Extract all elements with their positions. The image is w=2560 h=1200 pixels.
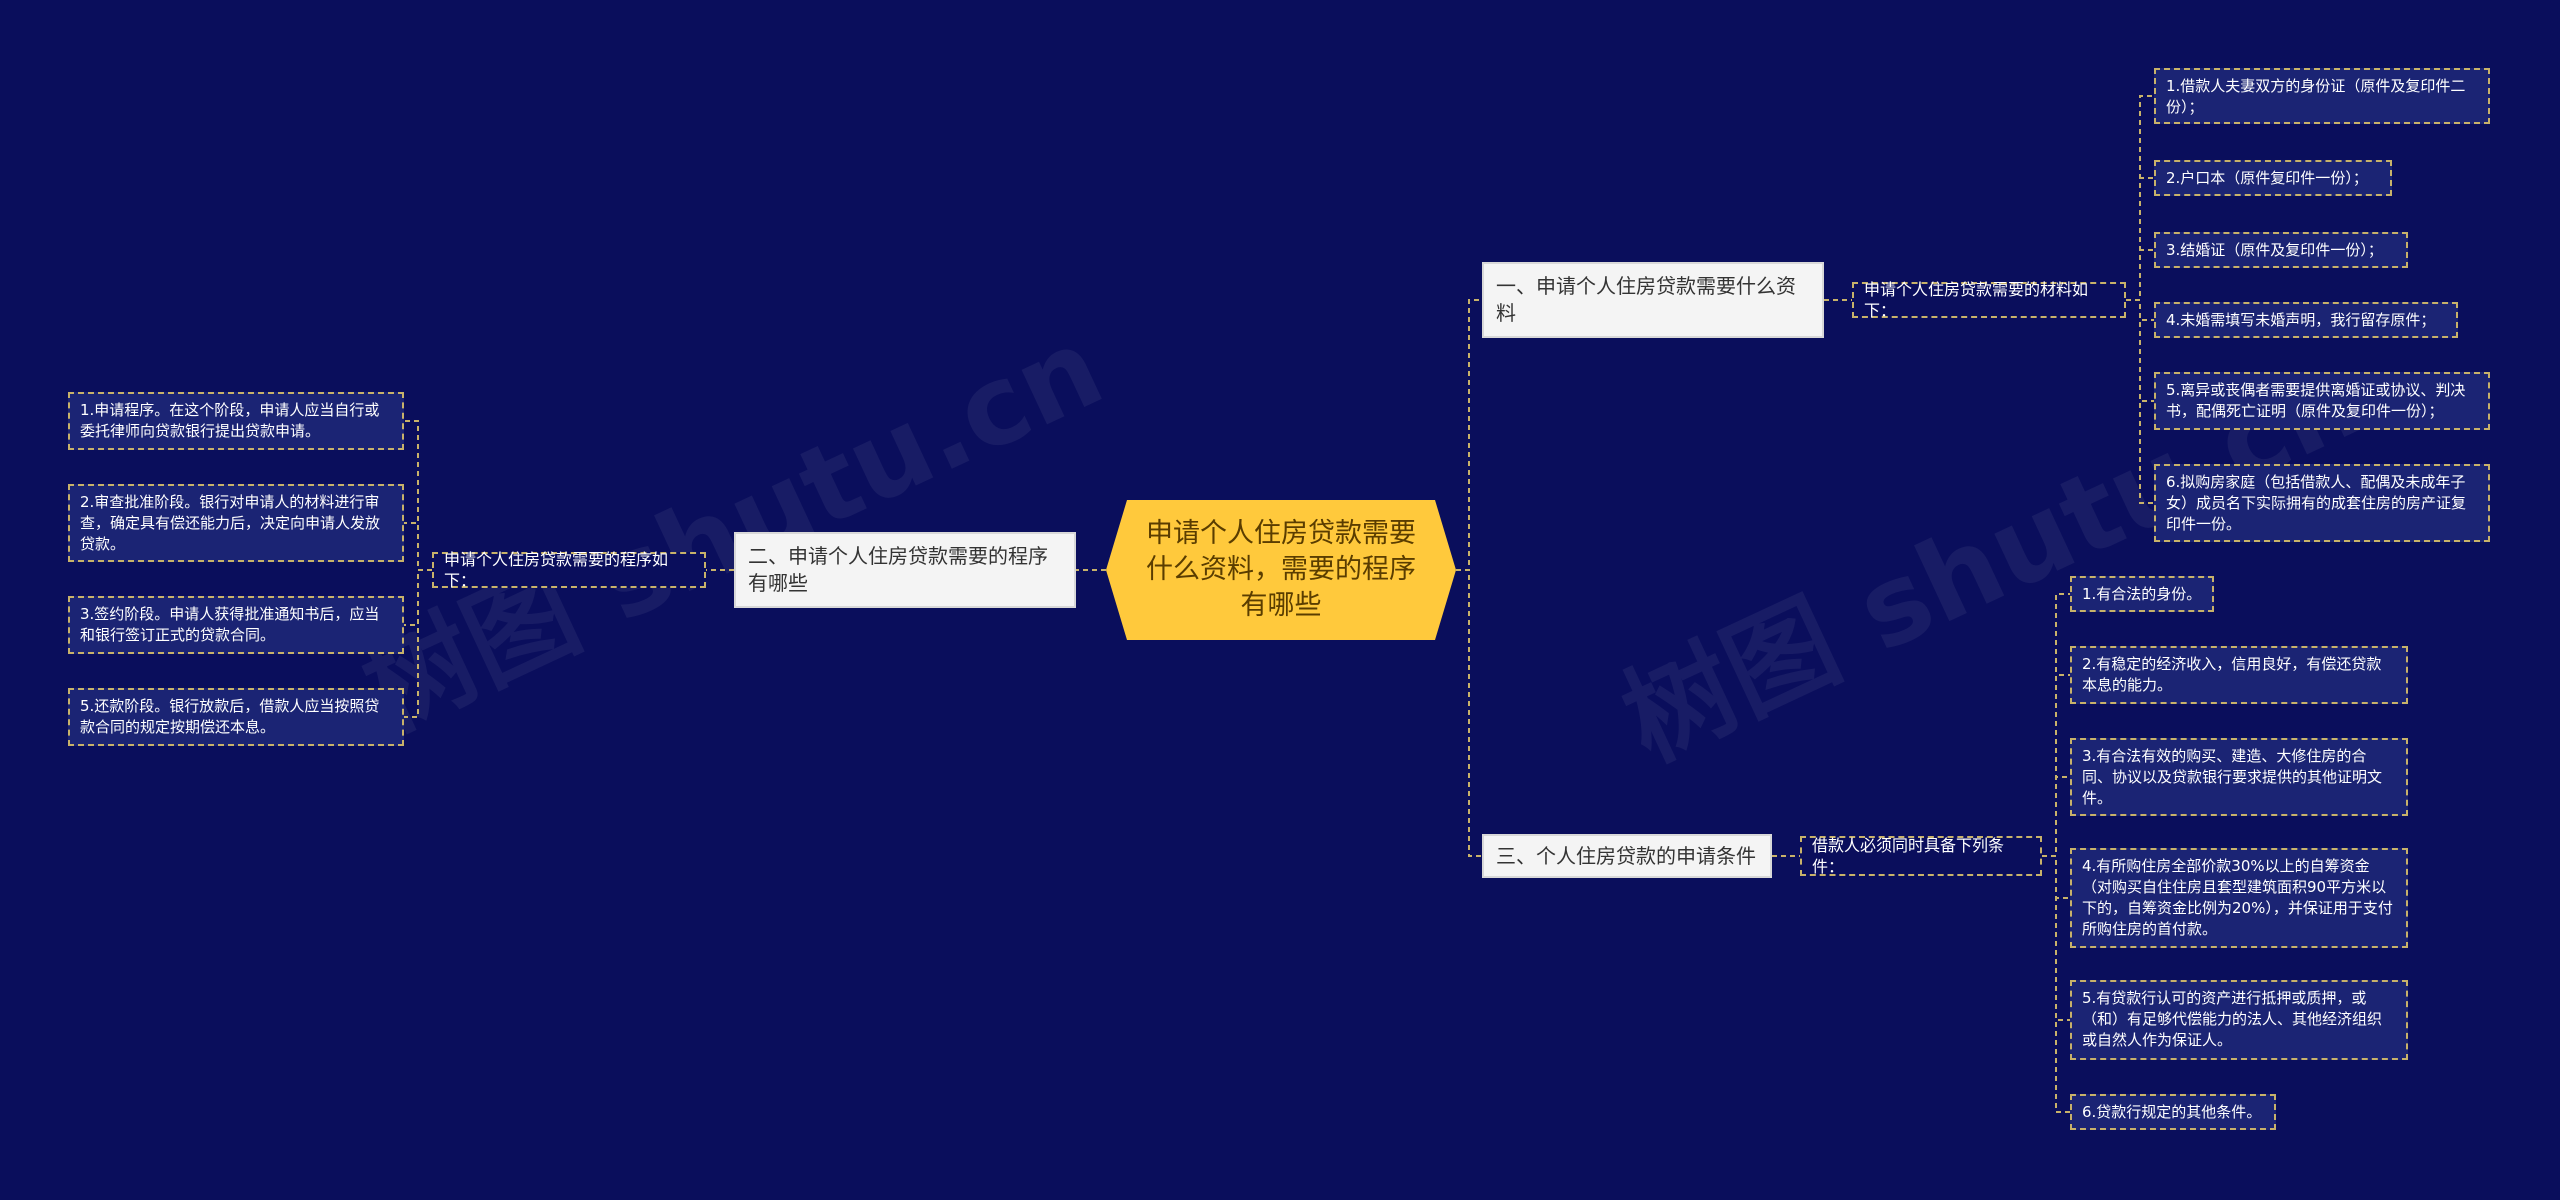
- leaf-text: 5.离异或丧偶者需要提供离婚证或协议、判决书，配偶死亡证明（原件及复印件一份）；: [2166, 381, 2466, 420]
- branch-procedure[interactable]: 二、申请个人住房贷款需要的程序有哪些: [734, 532, 1076, 608]
- leaf-item[interactable]: 2.户口本（原件复印件一份）；: [2154, 160, 2392, 196]
- connector-line: [2042, 855, 2070, 1021]
- branch-label: 一、申请个人住房贷款需要什么资料: [1496, 274, 1796, 325]
- leaf-item[interactable]: 4.未婚需填写未婚声明，我行留存原件；: [2154, 302, 2458, 338]
- branch-materials[interactable]: 一、申请个人住房贷款需要什么资料: [1482, 262, 1824, 338]
- leaf-item[interactable]: 5.有贷款行认可的资产进行抵押或质押，或（和）有足够代偿能力的法人、其他经济组织…: [2070, 980, 2408, 1060]
- connector-line: [2126, 249, 2154, 301]
- leaf-text: 2.户口本（原件复印件一份）；: [2166, 169, 2368, 187]
- connector-line: [2042, 776, 2070, 857]
- connector-line: [2042, 855, 2070, 1113]
- leaf-item[interactable]: 1.申请程序。在这个阶段，申请人应当自行或委托律师向贷款银行提出贷款申请。: [68, 392, 404, 450]
- leaf-text: 2.审查批准阶段。银行对申请人的材料进行审查，确定具有偿还能力后，决定向申请人发…: [80, 493, 381, 553]
- leaf-text: 4.有所购住房全部价款30%以上的自筹资金（对购买自住住房且套型建筑面积90平方…: [2082, 857, 2393, 938]
- connector-line: [2126, 299, 2154, 321]
- subtopic-label: 申请个人住房贷款需要的材料如下：: [1864, 280, 2089, 320]
- leaf-item[interactable]: 3.结婚证（原件及复印件一份）；: [2154, 232, 2408, 268]
- root-topic-label: 申请个人住房贷款需要什么资料，需要的程序有哪些: [1146, 518, 1416, 621]
- leaf-item[interactable]: 4.有所购住房全部价款30%以上的自筹资金（对购买自住住房且套型建筑面积90平方…: [2070, 848, 2408, 948]
- leaf-text: 5.还款阶段。银行放款后，借款人应当按照贷款合同的规定按期偿还本息。: [80, 697, 380, 736]
- branch-conditions[interactable]: 三、个人住房贷款的申请条件: [1482, 834, 1772, 878]
- subtopic-label: 申请个人住房贷款需要的程序如下：: [444, 550, 669, 590]
- connector-line: [2042, 674, 2070, 857]
- connector-line: [2042, 855, 2070, 899]
- connector-line: [404, 522, 432, 571]
- leaf-text: 2.有稳定的经济收入，信用良好，有偿还贷款本息的能力。: [2082, 655, 2382, 694]
- leaf-text: 1.有合法的身份。: [2082, 585, 2202, 603]
- connector-line: [2126, 177, 2154, 301]
- leaf-text: 1.申请程序。在这个阶段，申请人应当自行或委托律师向贷款银行提出贷款申请。: [80, 401, 380, 440]
- leaf-text: 3.有合法有效的购买、建造、大修住房的合同、协议以及贷款银行要求提供的其他证明文…: [2082, 747, 2383, 807]
- branch-label: 三、个人住房贷款的申请条件: [1496, 843, 1756, 868]
- subtopic-materials[interactable]: 申请个人住房贷款需要的材料如下：: [1852, 280, 2126, 320]
- subtopic-conditions[interactable]: 借款人必须同时具备下列条件：: [1800, 836, 2042, 876]
- subtopic-label: 借款人必须同时具备下列条件：: [1812, 836, 2005, 876]
- leaf-item[interactable]: 3.签约阶段。申请人获得批准通知书后，应当和银行签订正式的贷款合同。: [68, 596, 404, 654]
- leaf-item[interactable]: 3.有合法有效的购买、建造、大修住房的合同、协议以及贷款银行要求提供的其他证明文…: [2070, 738, 2408, 816]
- leaf-item[interactable]: 1.借款人夫妻双方的身份证（原件及复印件二份）；: [2154, 68, 2490, 124]
- leaf-text: 3.结婚证（原件及复印件一份）；: [2166, 241, 2383, 259]
- connector-line: [404, 569, 432, 718]
- branch-label: 二、申请个人住房贷款需要的程序有哪些: [748, 544, 1048, 595]
- leaf-item[interactable]: 2.审查批准阶段。银行对申请人的材料进行审查，确定具有偿还能力后，决定向申请人发…: [68, 484, 404, 562]
- leaf-item[interactable]: 1.有合法的身份。: [2070, 576, 2214, 612]
- leaf-item[interactable]: 6.贷款行规定的其他条件。: [2070, 1094, 2276, 1130]
- connector-line: [404, 569, 432, 626]
- leaf-text: 6.贷款行规定的其他条件。: [2082, 1103, 2262, 1121]
- leaf-text: 5.有贷款行认可的资产进行抵押或质押，或（和）有足够代偿能力的法人、其他经济组织…: [2082, 989, 2383, 1049]
- connector-line: [1456, 299, 1482, 571]
- connector-line: [2126, 95, 2154, 301]
- root-topic[interactable]: 申请个人住房贷款需要什么资料，需要的程序有哪些: [1106, 500, 1456, 640]
- leaf-text: 1.借款人夫妻双方的身份证（原件及复印件二份）；: [2166, 77, 2466, 116]
- leaf-item[interactable]: 2.有稳定的经济收入，信用良好，有偿还贷款本息的能力。: [2070, 646, 2408, 704]
- leaf-text: 3.签约阶段。申请人获得批准通知书后，应当和银行签订正式的贷款合同。: [80, 605, 380, 644]
- leaf-item[interactable]: 6.拟购房家庭（包括借款人、配偶及未成年子女）成员名下实际拥有的成套住房的房产证…: [2154, 464, 2490, 542]
- subtopic-procedure[interactable]: 申请个人住房贷款需要的程序如下：: [432, 550, 706, 590]
- connector-line: [1456, 569, 1482, 857]
- leaf-text: 6.拟购房家庭（包括借款人、配偶及未成年子女）成员名下实际拥有的成套住房的房产证…: [2166, 473, 2467, 533]
- leaf-text: 4.未婚需填写未婚声明，我行留存原件；: [2166, 311, 2436, 329]
- connector-line: [2126, 299, 2154, 504]
- leaf-item[interactable]: 5.还款阶段。银行放款后，借款人应当按照贷款合同的规定按期偿还本息。: [68, 688, 404, 746]
- leaf-item[interactable]: 5.离异或丧偶者需要提供离婚证或协议、判决书，配偶死亡证明（原件及复印件一份）；: [2154, 372, 2490, 430]
